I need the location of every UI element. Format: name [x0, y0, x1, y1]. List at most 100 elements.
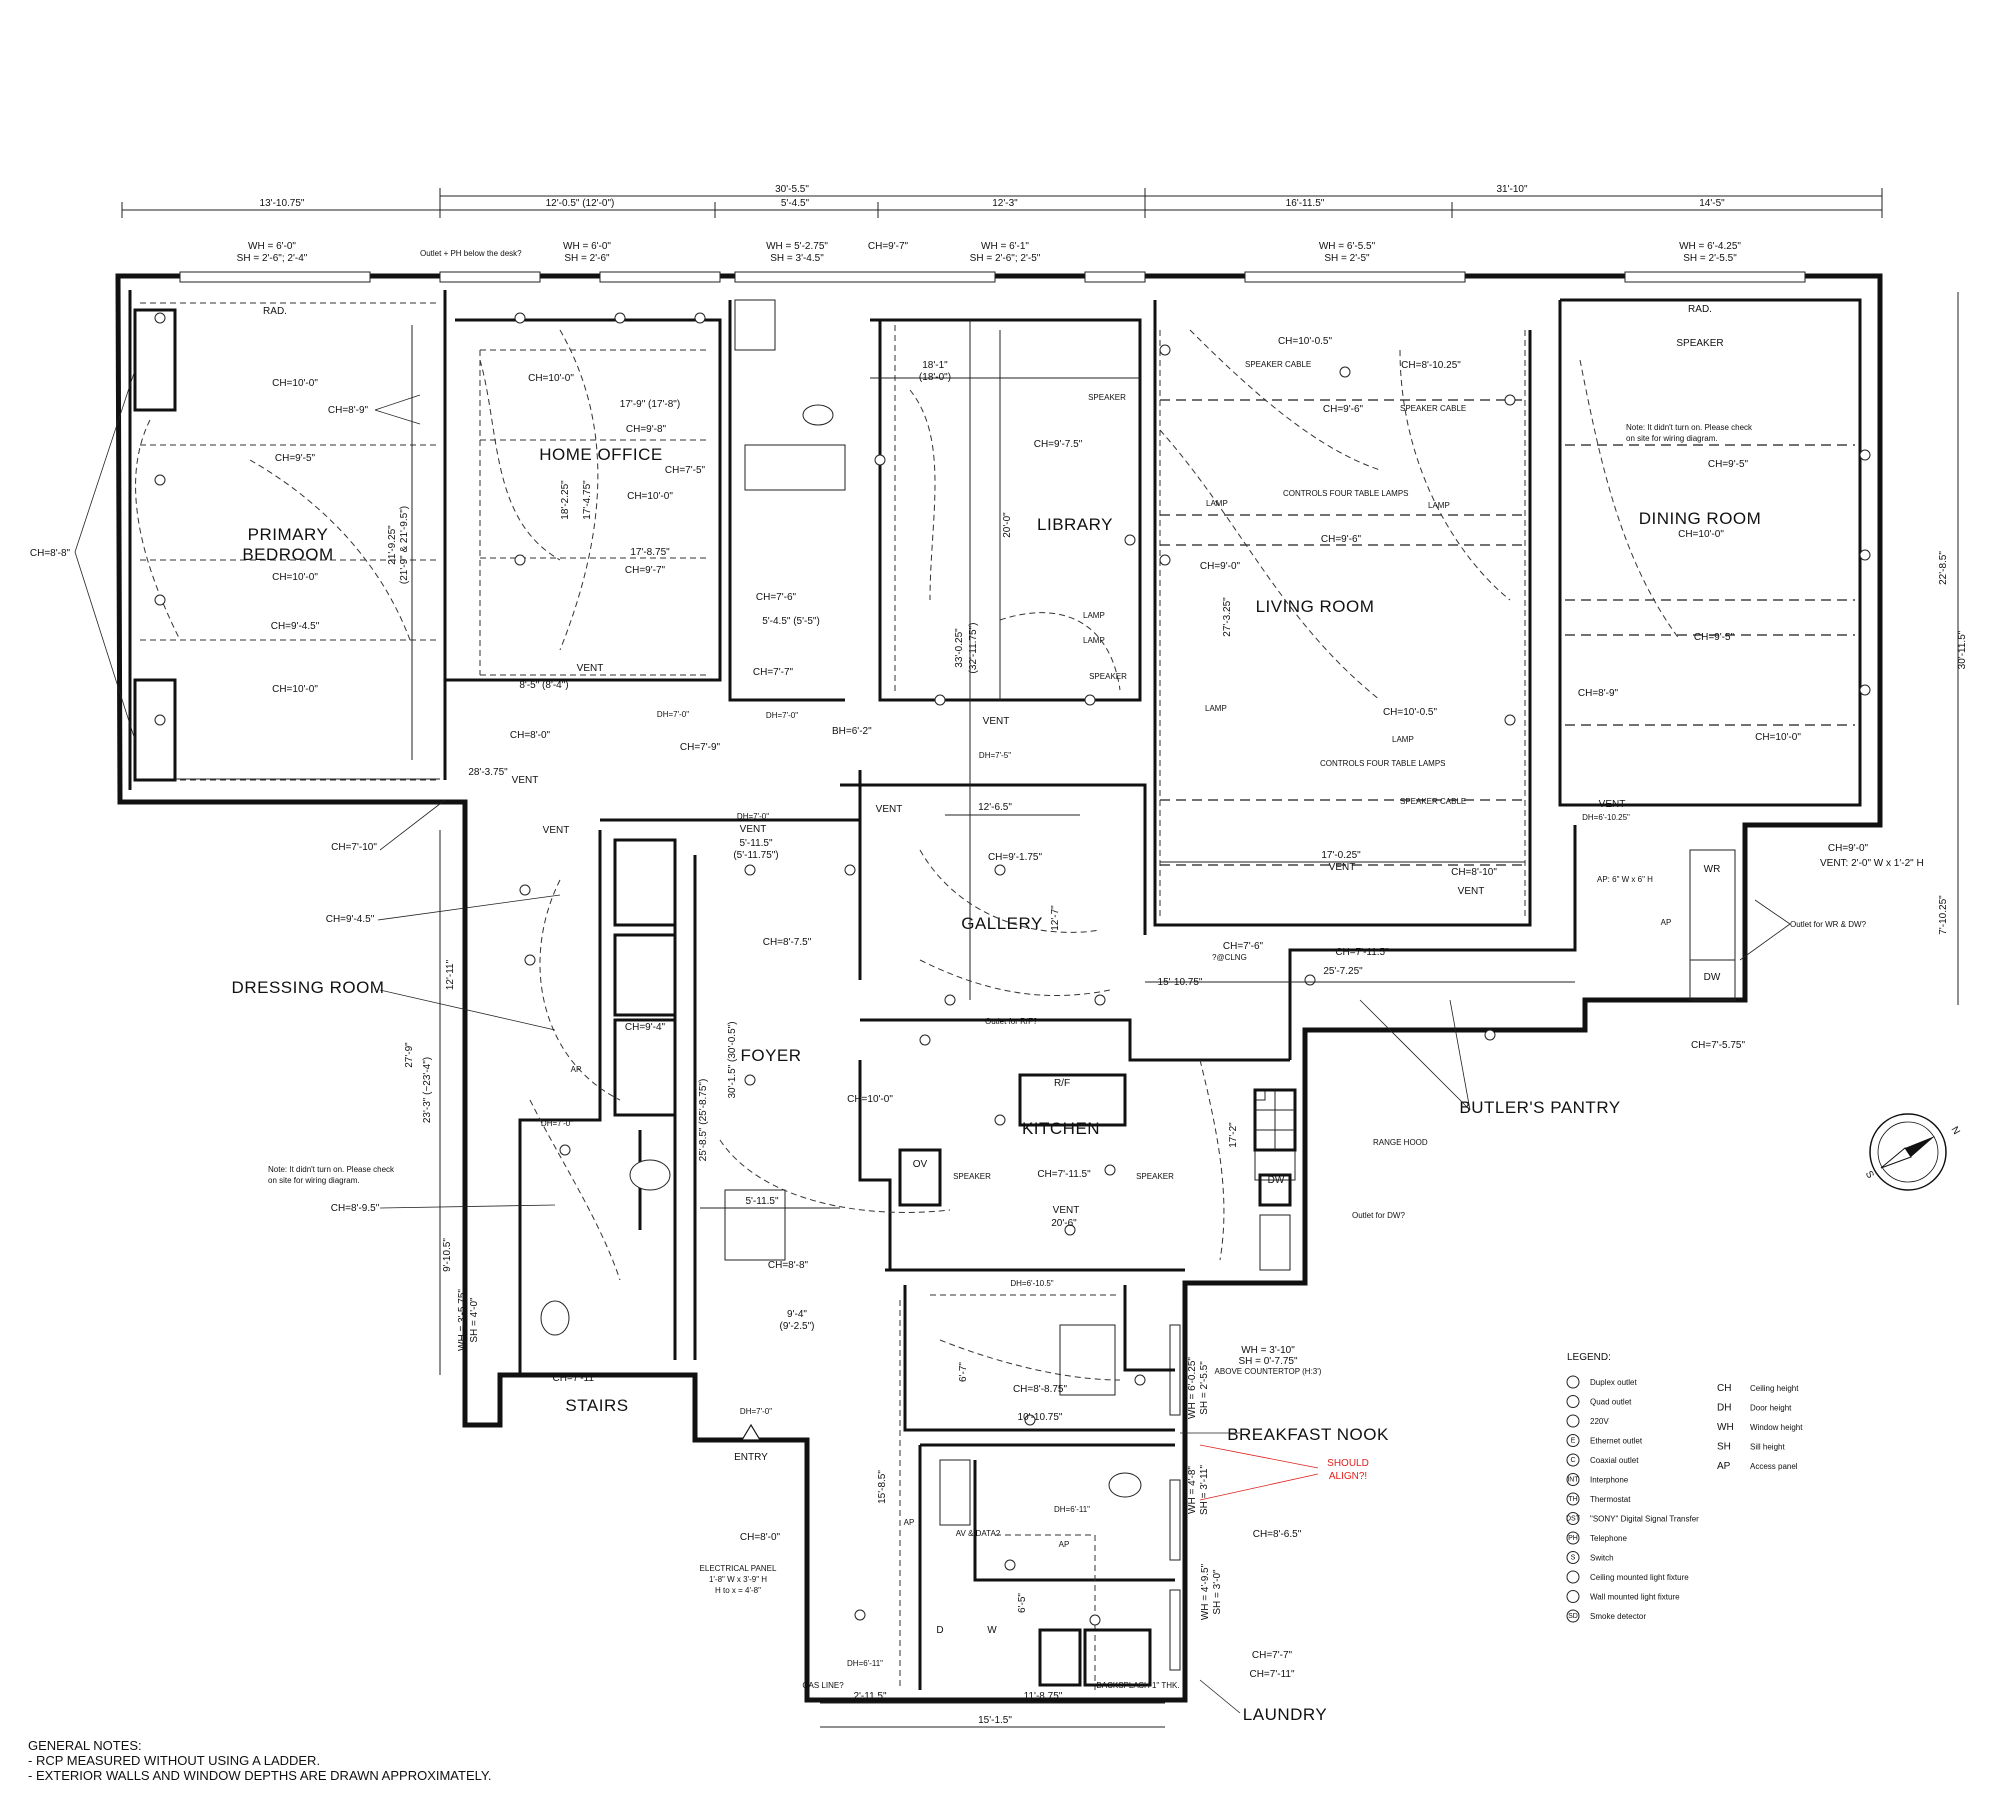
dimension: 6'-7"	[958, 1362, 969, 1382]
dimension: 28'-3.75"	[468, 767, 508, 778]
vent-label: VENT	[1599, 799, 1626, 810]
gas-line-label: GAS LINE?	[802, 1681, 844, 1690]
legend-label: Telephone	[1590, 1534, 1627, 1543]
ceiling-height: CH=8'-7.5"	[763, 937, 812, 948]
legend: LEGEND:	[1567, 1352, 1611, 1363]
dimension: 12'-7"	[1050, 905, 1061, 931]
dimension: 8'-5" (8'-4")	[519, 680, 568, 691]
dimension: 5'-4.5" (5'-5")	[762, 616, 820, 627]
window-height: WH = 6'-0"	[563, 241, 611, 252]
ceiling-height: CH=9'-7"	[625, 565, 666, 576]
appliance-label: R/F	[1054, 1078, 1070, 1089]
window-note: WH = 4'-8"	[1187, 1466, 1198, 1514]
door-height: DH=6'-11"	[1054, 1505, 1090, 1514]
legend-label: "SONY" Digital Signal Transfer	[1590, 1515, 1699, 1524]
ceiling-height: CH=8'-10.25"	[1401, 360, 1461, 371]
speaker-label: SPEAKER	[1676, 338, 1723, 349]
vent-label: VENT	[1458, 886, 1485, 897]
window-note: SH = 0'-7.75"	[1238, 1356, 1298, 1367]
lamp-label: LAMP	[1428, 501, 1450, 510]
speaker-cable-label: SPEAKER CABLE	[1245, 360, 1311, 369]
vent-size-label: VENT: 2'-0" W x 1'-2" H	[1820, 858, 1924, 869]
dimension: 17'-4.75"	[582, 480, 593, 520]
dimension: 17'-8.75"	[630, 547, 670, 558]
general-notes: GENERAL NOTES: - RCP MEASURED WITHOUT US…	[28, 1738, 492, 1783]
legend-abbr-code: AP	[1717, 1461, 1731, 1472]
compass-south: S	[1863, 1169, 1876, 1181]
outlet-wr-label: Outlet for WR & DW?	[1790, 920, 1867, 929]
legend-label: Thermostat	[1590, 1495, 1631, 1504]
dimension: 30'-1.5" (30'-0.5")	[727, 1021, 738, 1098]
room-dimension-labels: 28'-3.75" 21'-9.25" (21'-9" & 21'-9.5") …	[175, 292, 1968, 1728]
speaker-label: SPEAKER	[1089, 672, 1127, 681]
ceiling-height: CH=9'-4.5"	[326, 914, 375, 925]
compass-north: N	[1949, 1125, 1962, 1137]
ceiling-height: CH=8'-8.75"	[1013, 1384, 1068, 1395]
bh-label: BH=6'-2"	[832, 726, 872, 737]
dimension: 15'-10.75"	[1158, 977, 1203, 988]
ceiling-height: CH=9'-4.5"	[271, 621, 320, 632]
should-align-label: ALIGN?!	[1329, 1471, 1367, 1482]
ceiling-height: CH=10'-0"	[272, 378, 318, 389]
ceiling-height: CH=8'-9"	[1578, 688, 1619, 699]
room-home-office: HOME OFFICE	[539, 445, 663, 464]
window-height: WH = 6'-0"	[248, 241, 296, 252]
room-breakfast-nook: BREAKFAST NOOK	[1227, 1425, 1389, 1444]
dimension-overall-right: 31'-10"	[1496, 184, 1527, 195]
legend-title: LEGEND:	[1567, 1352, 1611, 1363]
legend-symbol-code: C	[1570, 1457, 1575, 1464]
speaker-label: SPEAKER	[953, 1172, 991, 1181]
ceiling-height: CH=9'-4"	[625, 1022, 666, 1033]
wiring-note: Note: It didn't turn on. Please check	[268, 1165, 395, 1174]
vent-label: VENT	[876, 804, 903, 815]
appliance-label: DW	[1704, 972, 1721, 983]
ceiling-height: CH=7'-11.5"	[1037, 1169, 1091, 1180]
legend-symbol-icon	[1566, 1570, 1580, 1584]
window-sill: SH = 2'-6"; 2'-4"	[237, 253, 308, 264]
radiator-label: RAD.	[1688, 304, 1712, 315]
general-note: - EXTERIOR WALLS AND WINDOW DEPTHS ARE D…	[28, 1768, 492, 1783]
ceiling-height: CH=8'-9.5"	[331, 1203, 380, 1214]
room-laundry: LAUNDRY	[1243, 1705, 1327, 1724]
backsplash-label: BACKSPLASH 1" THK.	[1096, 1681, 1179, 1690]
dimension: 9'-4"	[787, 1309, 807, 1320]
room-living-room: LIVING ROOM	[1256, 597, 1375, 616]
legend-symbol-icon	[1566, 1512, 1580, 1525]
room-foyer: FOYER	[740, 1046, 801, 1065]
legend-abbr-label: Ceiling height	[1750, 1384, 1799, 1393]
ceiling-height-labels: CH=10'-0" CH=9'-5" CH=10'-0" CH=9'-4.5" …	[30, 241, 1869, 1680]
dimension: 2'-11.5"	[853, 1691, 887, 1702]
lamp-label: LAMP	[1205, 704, 1227, 713]
dimension-overall-left: 30'-5.5"	[775, 184, 809, 195]
legend-symbol-icon	[1566, 1395, 1580, 1408]
should-align-label: SHOULD	[1327, 1458, 1369, 1469]
dimension: 21'-9.25"	[387, 525, 398, 565]
door-height: DH=7'-0"	[766, 711, 798, 720]
legend-symbol-icon	[1566, 1531, 1580, 1545]
entry-arrow-icon	[740, 1423, 762, 1441]
dimension: 25'-8.5" (25'-8.75")	[698, 1079, 709, 1162]
room-entry: ENTRY	[734, 1452, 768, 1463]
vent-label: VENT	[512, 775, 539, 786]
av-data-label: AV & DATA?	[956, 1529, 1001, 1538]
ceiling-height: CH=10'-0"	[627, 491, 673, 502]
legend-symbol-code: TH	[1568, 1496, 1577, 1503]
door-height: DH=7'-0"	[740, 1407, 772, 1416]
appliance-label: WR	[1704, 864, 1721, 875]
ceiling-height: CH=9'-5"	[1694, 632, 1735, 643]
dimension: (18'-0")	[919, 372, 951, 383]
electrical-panel-label: 1'-8" W x 3'-9" H	[709, 1575, 767, 1584]
legend-label: Wall mounted light fixture	[1590, 1593, 1680, 1602]
ceiling-height: CH=7'-10"	[331, 842, 377, 853]
controls-lamps-label: CONTROLS FOUR TABLE LAMPS	[1283, 489, 1409, 498]
electrical-panel-label: H to x = 4'-8"	[715, 1586, 761, 1595]
legend-symbol-code: SD	[1568, 1613, 1578, 1620]
room-primary-bedroom: BEDROOM	[242, 545, 333, 564]
room-gallery: GALLERY	[961, 914, 1043, 933]
legend-label: Switch	[1590, 1554, 1614, 1563]
closets	[133, 308, 677, 1117]
appliance-label: AP	[1661, 918, 1672, 927]
